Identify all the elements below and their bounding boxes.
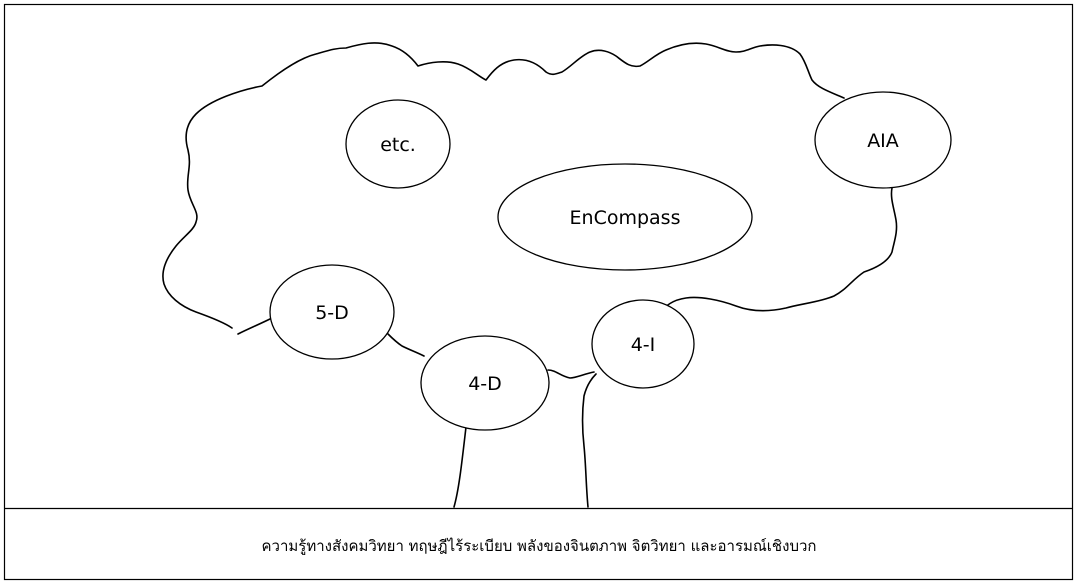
diagram-caption: ความรู้ทางสังคมวิทยา ทฤษฎีไร้ระเบียบ พลั…	[262, 537, 817, 555]
node-4d-label: 4-D	[468, 373, 502, 395]
node-aia-shape	[814, 91, 952, 189]
trunk-right-edge	[581, 373, 597, 508]
trunk-left-edge	[453, 426, 467, 508]
node-4i-label: 4-I	[631, 334, 656, 356]
node-encompass-shape	[497, 163, 753, 271]
canopy-outline	[162, 42, 898, 379]
node-etc-shape	[345, 99, 451, 189]
node-5d-label: 5-D	[315, 302, 349, 324]
node-etc-label: etc.	[380, 134, 416, 156]
outer-border	[3, 3, 1074, 581]
node-encompass-label: EnCompass	[570, 207, 681, 229]
node-aia-label: AIA	[867, 130, 899, 152]
node-4i-shape	[591, 299, 695, 389]
node-5d-shape	[269, 264, 395, 360]
node-4d-shape	[420, 335, 550, 431]
